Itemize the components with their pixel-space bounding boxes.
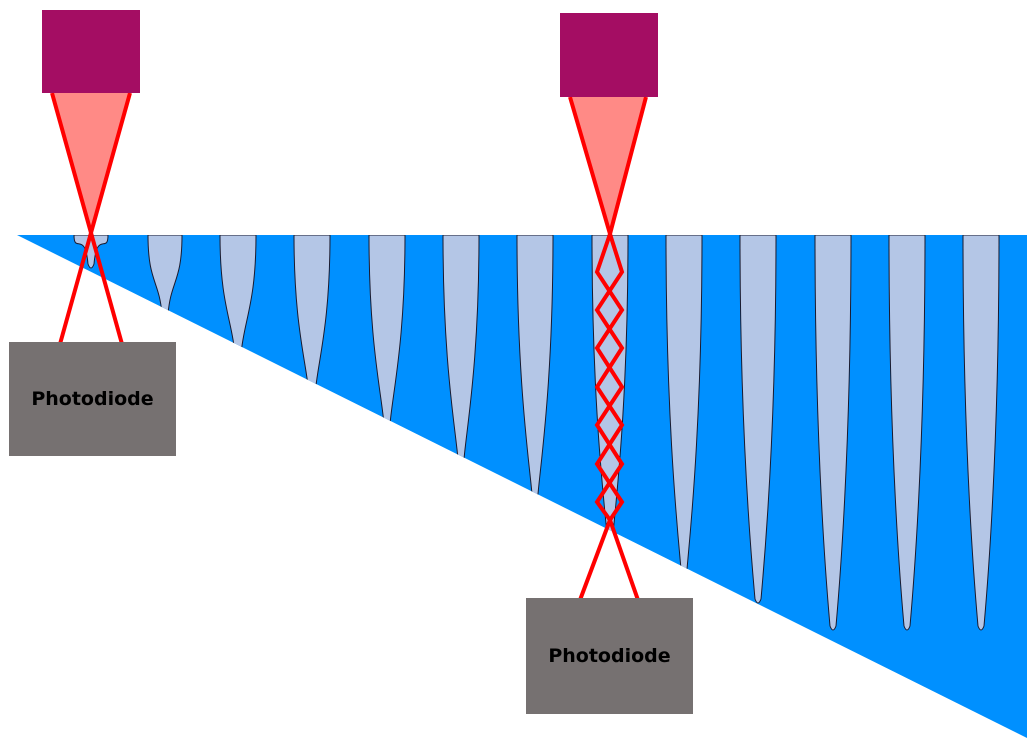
groove-10: [739, 235, 777, 604]
right-photodiode: [526, 598, 693, 714]
groove-12: [888, 235, 926, 631]
right-measurement-setup: [526, 13, 693, 714]
left-photodiode: [9, 342, 176, 456]
left-beam-cone: [52, 93, 130, 232]
photodiode-label-left: Photodiode: [31, 388, 154, 410]
grating-grooves: [73, 235, 1000, 631]
groove-13: [962, 235, 1000, 631]
left-beam-ray: [50, 92, 124, 345]
left-laser-source: [42, 10, 140, 93]
right-beam-ray: [578, 519, 612, 601]
photodiode-label-right: Photodiode: [548, 645, 671, 667]
right-beam-ray: [608, 96, 648, 235]
right-beam-cone: [570, 97, 646, 234]
right-beam-ray: [608, 519, 640, 601]
right-laser-source: [560, 13, 658, 97]
right-beam-reflection-path: [594, 233, 625, 522]
groove-1: [73, 235, 109, 269]
groove-11: [814, 235, 852, 631]
right-beam-reflection-path: [594, 233, 625, 522]
left-beam-ray: [58, 92, 132, 345]
left-measurement-setup: [9, 10, 176, 456]
right-beam-ray: [568, 96, 612, 235]
